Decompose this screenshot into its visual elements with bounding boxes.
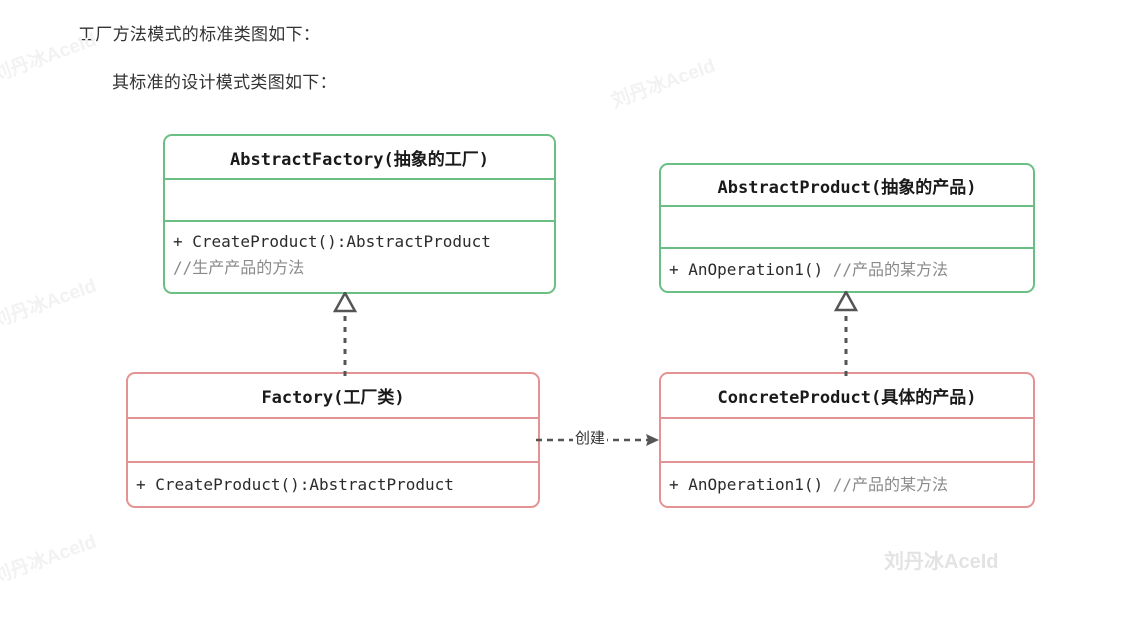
watermark: 刘丹冰AceId <box>0 275 100 333</box>
operation-signature: + AnOperation1() <box>669 474 833 494</box>
operation-row: + AnOperation1() //产品的某方法 <box>669 257 948 283</box>
operation-signature: + CreateProduct():AbstractProduct <box>136 474 454 494</box>
intro-text-line-1: 工厂方法模式的标准类图如下： <box>78 25 321 44</box>
watermark: 刘丹冰AceId <box>0 531 100 589</box>
realization-arrow-concrete-product-to-abstract-product <box>833 291 859 376</box>
watermark: 刘丹冰AceId <box>608 55 719 113</box>
operation-comment: //生产产品的方法 <box>173 258 305 277</box>
operation-signature: + CreateProduct():AbstractProduct <box>173 232 491 251</box>
realization-arrow-factory-to-abstract-factory <box>332 292 358 376</box>
class-attributes-compartment <box>165 180 554 222</box>
relation-label-create: 创建 <box>573 427 608 448</box>
operation-comment: //产品的某方法 <box>832 260 949 279</box>
class-operations-compartment: + AnOperation1() //产品的某方法 <box>661 463 1033 506</box>
watermark-primary: 刘丹冰AceId <box>884 551 999 573</box>
hollow-triangle-arrowhead <box>833 291 859 312</box>
operation-signature: + AnOperation1() <box>669 260 833 279</box>
uml-class-factory[interactable]: Factory(工厂类) + CreateProduct():AbstractP… <box>126 372 540 508</box>
uml-class-concrete-product[interactable]: ConcreteProduct(具体的产品) + AnOperation1() … <box>659 372 1035 508</box>
class-operations-compartment: + AnOperation1() //产品的某方法 <box>661 249 1033 291</box>
operation-row: + AnOperation1() //产品的某方法 <box>669 472 948 498</box>
open-arrowhead <box>646 434 659 446</box>
class-attributes-compartment <box>661 419 1033 463</box>
class-attributes-compartment <box>661 207 1033 249</box>
intro-text-line-2: 其标准的设计模式类图如下： <box>112 73 337 92</box>
class-operations-compartment: + CreateProduct():AbstractProduct <box>128 463 538 506</box>
operation-comment: //产品的某方法 <box>832 474 949 494</box>
hollow-triangle-arrowhead <box>332 292 358 313</box>
class-attributes-compartment <box>128 419 538 463</box>
class-title: AbstractProduct(抽象的产品) <box>661 165 1033 207</box>
uml-class-abstract-factory[interactable]: AbstractFactory(抽象的工厂) + CreateProduct()… <box>163 134 556 294</box>
class-operations-compartment: + CreateProduct():AbstractProduct //生产产品… <box>165 222 554 290</box>
uml-class-abstract-product[interactable]: AbstractProduct(抽象的产品) + AnOperation1() … <box>659 163 1035 293</box>
class-title: Factory(工厂类) <box>128 374 538 419</box>
class-title: AbstractFactory(抽象的工厂) <box>165 136 554 180</box>
class-title: ConcreteProduct(具体的产品) <box>661 374 1033 419</box>
